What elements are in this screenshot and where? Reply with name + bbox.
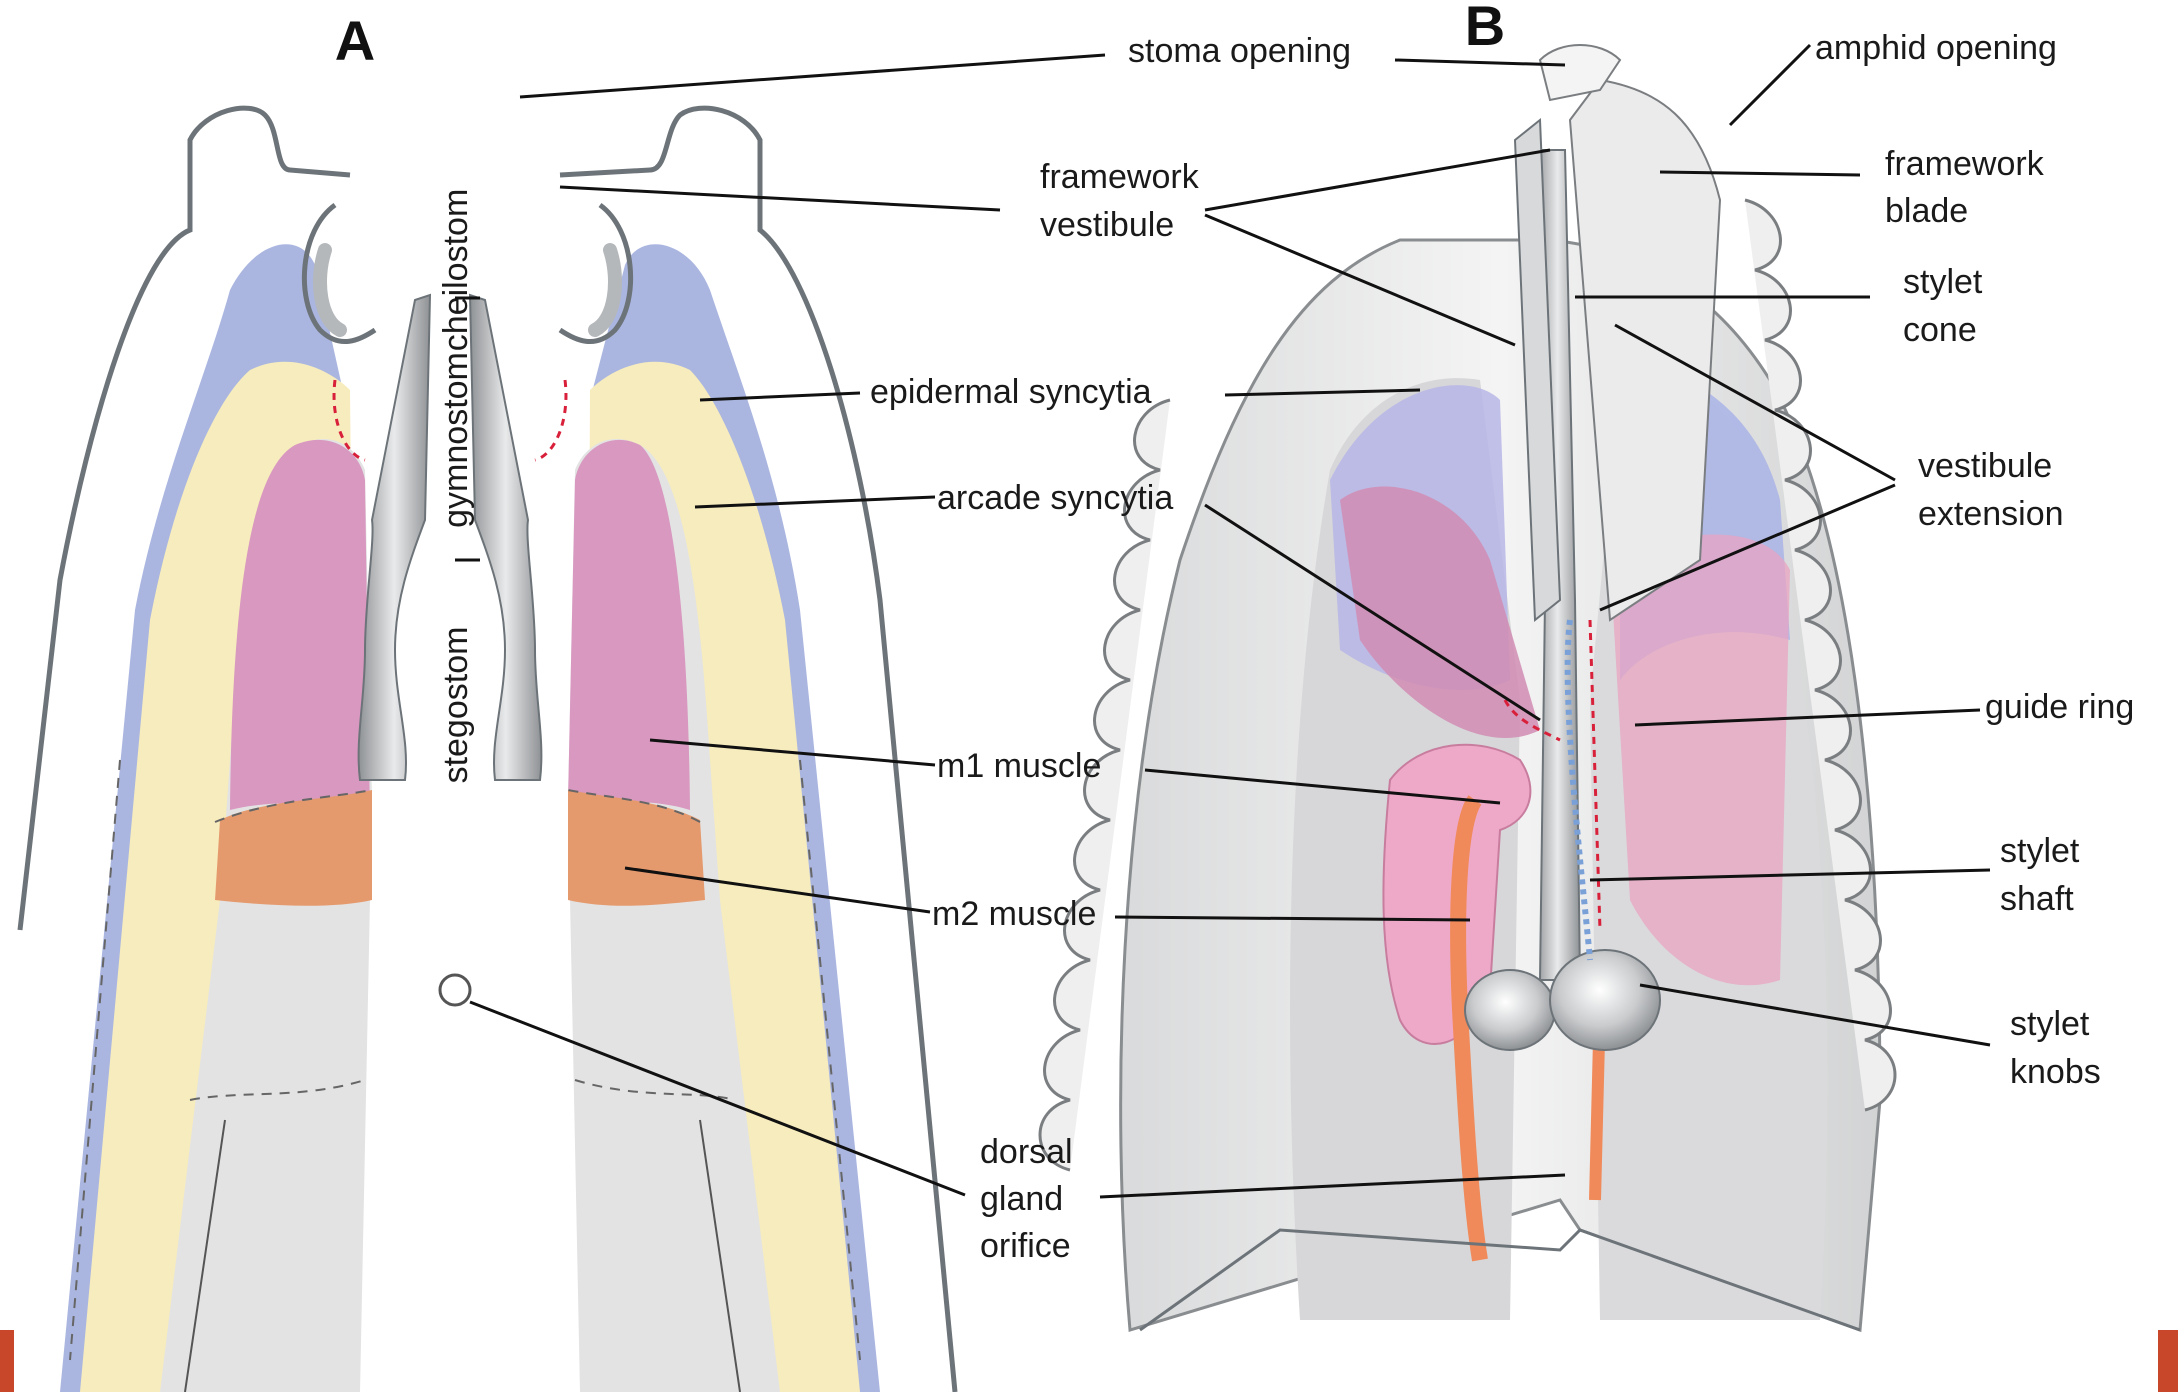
- label-stylet-cone-line1: stylet: [1903, 263, 1983, 301]
- leader-stoma-opening-a: [520, 55, 1105, 97]
- label-vestibule-extension-line1: vestibule: [1918, 447, 2052, 485]
- stylet-knob-right: [1550, 950, 1660, 1050]
- guide-ring-right: [535, 380, 566, 460]
- panel-a-drawing: A cheilostom gymnostom stegostom: [20, 9, 955, 1392]
- label-vestibule-extension-line2: extension: [1918, 495, 2064, 533]
- panel-b-drawing: B: [1040, 0, 1895, 1330]
- stylet-left: [359, 295, 430, 780]
- panel-label-b: B: [1465, 0, 1505, 57]
- stylet-right: [470, 295, 541, 780]
- label-dorsal-gland-line2: gland: [980, 1180, 1063, 1218]
- label-dorsal-gland-line1: dorsal: [980, 1133, 1073, 1171]
- framework-vestibule-left: [320, 250, 340, 330]
- label-dorsal-gland-line3: orifice: [980, 1227, 1071, 1265]
- label-m2-muscle: m2 muscle: [932, 895, 1096, 933]
- region-label-cheilostom: cheilostom: [437, 189, 475, 352]
- region-label-gymnostom: gymnostom: [437, 352, 475, 528]
- label-stylet-cone-line2: cone: [1903, 311, 1977, 349]
- label-epidermal-syncytia: epidermal syncytia: [870, 373, 1152, 411]
- label-framework-vestibule-line1: framework: [1040, 158, 1200, 196]
- label-m1-muscle: m1 muscle: [937, 747, 1101, 785]
- leader-framework-vestibule-a: [560, 187, 1000, 210]
- label-stylet-knobs-line2: knobs: [2010, 1053, 2101, 1091]
- region-label-stegostom: stegostom: [437, 627, 475, 784]
- dorsal-gland-orifice-marker: [440, 975, 470, 1005]
- label-framework-vestibule-line2: vestibule: [1040, 206, 1174, 244]
- right-edge-accent: [2158, 1330, 2178, 1392]
- label-stylet-shaft-line1: stylet: [2000, 832, 2080, 870]
- leader-amphid-opening: [1730, 45, 1810, 125]
- label-stylet-shaft-line2: shaft: [2000, 880, 2074, 918]
- stylet-knob-left: [1465, 970, 1555, 1050]
- panel-a-left-half: [20, 108, 430, 1392]
- label-guide-ring: guide ring: [1985, 688, 2134, 726]
- panel-a-right-half: [440, 108, 955, 1392]
- left-edge-accent: [0, 1330, 14, 1392]
- label-arcade-syncytia: arcade syncytia: [937, 479, 1173, 517]
- panel-label-a: A: [335, 9, 375, 72]
- framework-vestibule-right: [595, 250, 615, 330]
- label-stylet-knobs-line1: stylet: [2010, 1005, 2090, 1043]
- label-amphid-opening: amphid opening: [1815, 29, 2057, 67]
- label-framework-blade-line2: blade: [1885, 192, 1968, 230]
- leader-framework-vestibule-b1: [1205, 150, 1550, 210]
- label-framework-blade-line1: framework: [1885, 145, 2045, 183]
- label-stoma-opening: stoma opening: [1128, 32, 1351, 70]
